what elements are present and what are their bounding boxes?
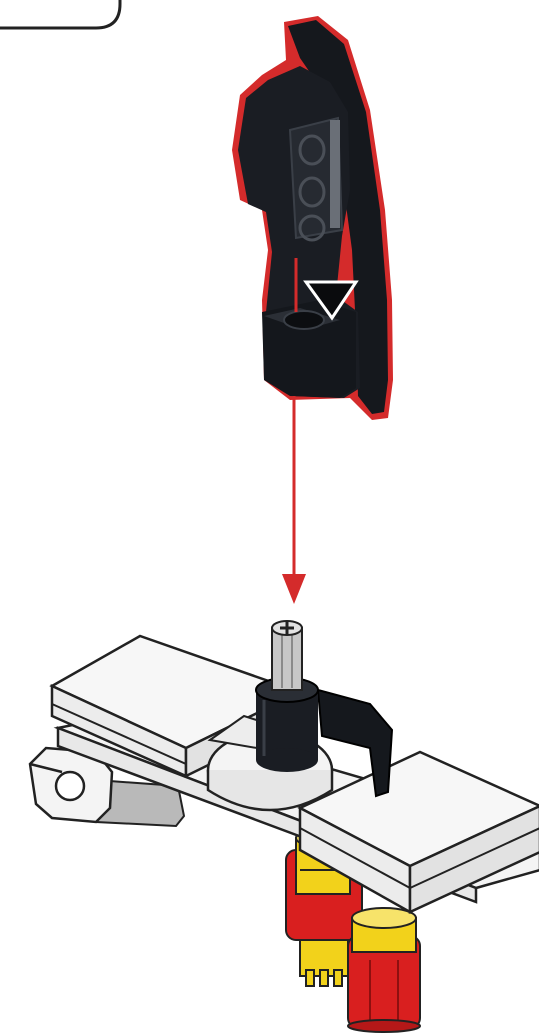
upper-part-icon	[232, 16, 393, 420]
callout-box-corner	[0, 0, 120, 28]
insertion-arrow-icon	[282, 396, 306, 604]
cross-axle-icon	[272, 621, 302, 690]
